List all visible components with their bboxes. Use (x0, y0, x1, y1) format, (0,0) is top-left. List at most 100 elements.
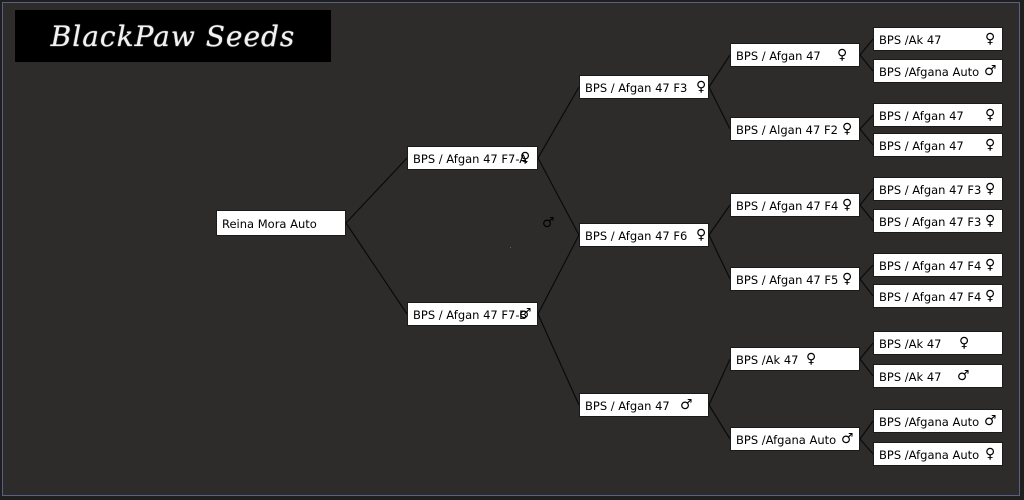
female-symbol-icon: ♀ (985, 31, 996, 47)
female-symbol-icon: ♀ (985, 288, 996, 304)
connector-g2b-g3d (708, 234, 731, 280)
connector-g2c-g3f (708, 404, 731, 440)
female-symbol-icon: ♀ (806, 351, 817, 367)
female-symbol-icon: ♀ (696, 227, 707, 243)
female-symbol-icon: ♀ (842, 121, 853, 137)
connector-g3f-g4k (859, 420, 874, 440)
node-label: BPS / Afgan 47 (736, 49, 821, 63)
connector-root-g1b (345, 222, 408, 315)
male-symbol-icon: ♂ (519, 306, 532, 322)
pedigree-node-g2c: BPS / Afgan 47 ♂ (579, 393, 709, 417)
node-label: BPS / Afgan 47 F4 (879, 290, 982, 304)
pedigree-node-g4k: BPS /Afgana Auto ♂ (873, 409, 1003, 433)
female-symbol-icon: ♀ (842, 271, 853, 287)
node-label: BPS / Afgan 47 F4 (879, 259, 982, 273)
pedigree-node-g3b: BPS / Algan 47 F2 ♀ (730, 117, 860, 141)
pedigree-node-g4i: BPS /Ak 47 ♀ (873, 331, 1003, 355)
connector-g3d-g4h (859, 278, 874, 297)
brand-logo-text: BlackPaw Seeds (50, 19, 296, 53)
connector-g3e-g4i (859, 342, 874, 360)
connector-g1a-g2b (537, 157, 580, 236)
node-label: BPS / Afgan 47 (879, 139, 964, 153)
female-symbol-icon: ♀ (520, 150, 531, 166)
connector-g3c-g4f (859, 204, 874, 222)
node-label: BPS /Afgana Auto (879, 448, 980, 462)
connector-g1b-g2c (537, 313, 580, 406)
node-label: BPS / Afgan 47 F7-A (413, 152, 528, 166)
male-symbol-icon: ♂ (984, 63, 997, 79)
node-label: BPS /Afgana Auto (879, 415, 980, 429)
pedigree-node-g4d: BPS / Afgan 47 ♀ (873, 133, 1003, 157)
node-label: BPS / Afgan 47 F6 (585, 229, 688, 243)
female-symbol-icon: ♀ (959, 335, 970, 351)
pedigree-node-g4e: BPS / Afgan 47 F3♀ (873, 177, 1003, 201)
connector-g3b-g4c (859, 114, 874, 130)
connector-g3c-g4e (859, 188, 874, 206)
pedigree-node-g4j: BPS /Ak 47 ♂ (873, 364, 1003, 388)
pedigree-node-g3d: BPS / Afgan 47 F5♀ (730, 267, 860, 291)
female-symbol-icon: ♀ (842, 197, 853, 213)
node-label: BPS /Afgana Auto (879, 65, 980, 79)
female-symbol-icon: ♀ (985, 181, 996, 197)
node-label: BPS /Ak 47 (879, 337, 942, 351)
node-label: BPS / Algan 47 F2 (736, 123, 838, 137)
connector-g1a-g2a (537, 86, 580, 159)
node-label: BPS / Afgan 47 (879, 109, 964, 123)
node-label: BPS / Afgan 47 (585, 399, 670, 413)
pedigree-node-g3c: BPS / Afgan 47 F4♀ (730, 193, 860, 217)
pedigree-node-g4c: BPS / Afgan 47 ♀ (873, 103, 1003, 127)
connector-g2c-g3e (708, 358, 731, 406)
stray-dot (510, 247, 511, 248)
female-symbol-icon: ♀ (985, 446, 996, 462)
node-label: Reina Mora Auto (222, 217, 317, 231)
female-symbol-icon: ♀ (985, 213, 996, 229)
connector-g3b-g4d (859, 128, 874, 146)
pedigree-node-g4a: BPS /Ak 47 ♀ (873, 27, 1003, 51)
node-label: BPS /Ak 47 (879, 33, 942, 47)
node-label: BPS / Afgan 47 F3 (879, 215, 982, 229)
pedigree-node-g3a: BPS / Afgan 47 ♀ (730, 43, 860, 67)
female-symbol-icon: ♀ (985, 137, 996, 153)
pedigree-node-g3e: BPS /Ak 47 ♀ (730, 347, 860, 371)
male-symbol-icon: ♂ (841, 431, 854, 447)
pedigree-node-g4h: BPS / Afgan 47 F4♀ (873, 284, 1003, 308)
female-symbol-icon: ♀ (985, 257, 996, 273)
node-label: BPS / Afgan 47 F3 (585, 81, 688, 95)
male-symbol-icon: ♂ (680, 397, 693, 413)
node-label: BPS /Ak 47 (736, 353, 799, 367)
male-symbol-icon: ♂ (542, 215, 555, 231)
connector-root-g1a (345, 157, 408, 224)
node-label: BPS / Afgan 47 F3 (879, 183, 982, 197)
node-label: BPS / Afgan 47 F5 (736, 273, 839, 287)
pedigree-node-g2b: BPS / Afgan 47 F6 ♀ (579, 223, 709, 247)
connector-g3a-g4b (859, 54, 874, 72)
pedigree-node-g1b: BPS / Afgan 47 F7-B♂ (407, 302, 538, 326)
connector-g3d-g4g (859, 264, 874, 280)
brand-logo: BlackPaw Seeds (15, 10, 331, 62)
connector-g3e-g4j (859, 358, 874, 377)
node-label: BPS /Ak 47 (879, 370, 942, 384)
female-symbol-icon: ♀ (696, 79, 707, 95)
pedigree-node-g3f: BPS /Afgana Auto ♂ (730, 427, 860, 451)
male-symbol-icon: ♂ (984, 413, 997, 429)
connector-g3a-g4a (859, 38, 874, 56)
connector-g1b-g2b (537, 234, 580, 315)
male-symbol-icon: ♂ (957, 368, 970, 384)
pedigree-node-g4f: BPS / Afgan 47 F3♀ (873, 209, 1003, 233)
node-label: BPS /Afgana Auto (736, 433, 837, 447)
pedigree-node-g4l: BPS /Afgana Auto ♀ (873, 442, 1003, 466)
pedigree-node-root: Reina Mora Auto ♂ (216, 210, 555, 236)
pedigree-node-g4b: BPS /Afgana Auto ♂ (873, 59, 1003, 83)
connector-g2a-g3b (708, 86, 731, 130)
connector-g2b-g3c (708, 204, 731, 236)
node-label: BPS / Afgan 47 F4 (736, 199, 839, 213)
pedigree-node-g1a: BPS / Afgan 47 F7-A♀ (407, 146, 538, 170)
female-symbol-icon: ♀ (837, 47, 848, 63)
node-label: BPS / Afgan 47 F7-B (413, 308, 527, 322)
female-symbol-icon: ♀ (985, 107, 996, 123)
pedigree-node-g2a: BPS / Afgan 47 F3 ♀ (579, 75, 709, 99)
pedigree-node-g4g: BPS / Afgan 47 F4♀ (873, 253, 1003, 277)
connector-g2a-g3a (708, 54, 731, 88)
